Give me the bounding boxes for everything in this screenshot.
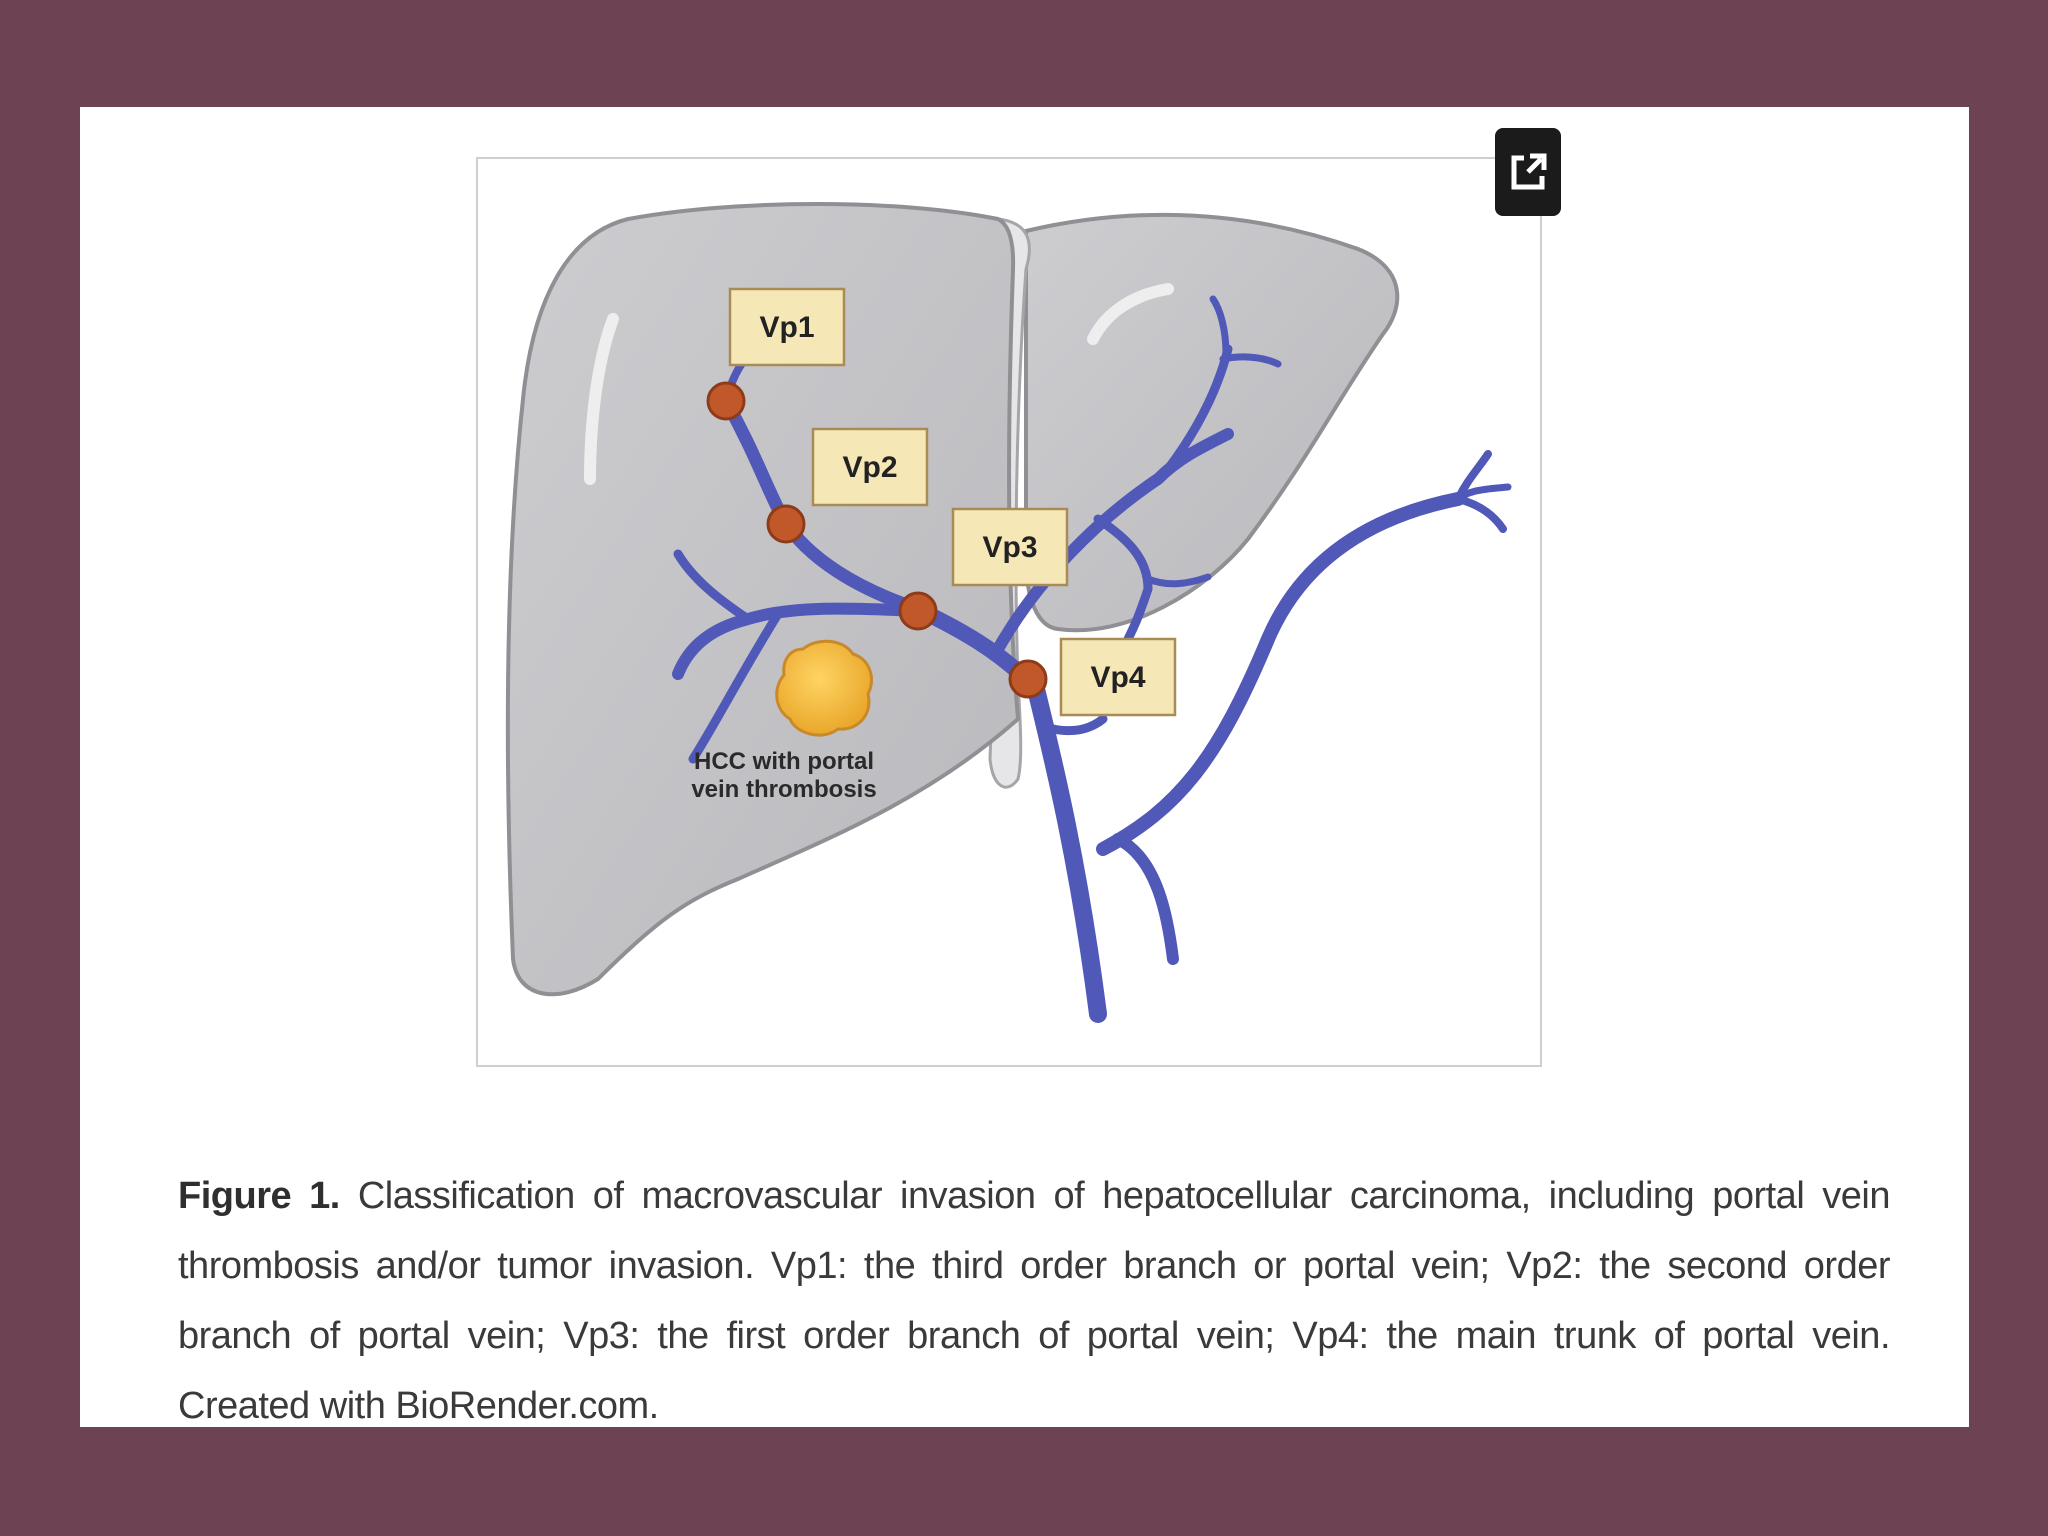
label-vp1: Vp1 <box>728 287 846 367</box>
figure-card: Vp1 Vp2 Vp3 Vp4 HCC with portal vein thr… <box>80 107 1969 1427</box>
hcc-tumor <box>775 639 873 737</box>
thrombus-vp1 <box>706 381 746 421</box>
svg-text:Vp1: Vp1 <box>759 311 814 344</box>
label-vp4: Vp4 <box>1059 637 1177 717</box>
hcc-label-line2: vein thrombosis <box>691 776 876 803</box>
liver-highlight-right <box>1087 283 1174 345</box>
svg-text:Vp2: Vp2 <box>842 451 897 484</box>
liver-diagram: Vp1 Vp2 Vp3 Vp4 HCC with portal vein thr… <box>505 202 1512 1023</box>
thrombus-vp2 <box>766 504 806 544</box>
figure-image[interactable]: Vp1 Vp2 Vp3 Vp4 HCC with portal vein thr… <box>476 157 1542 1067</box>
liver-highlight-left <box>584 313 619 485</box>
svg-text:Vp3: Vp3 <box>982 531 1037 564</box>
thrombus-vp3 <box>898 591 938 631</box>
thrombus-markers <box>706 381 1048 699</box>
external-link-icon <box>1511 153 1547 190</box>
label-vp3: Vp3 <box>951 507 1069 587</box>
caption-label: Figure 1. <box>178 1175 340 1217</box>
hcc-label-line1: HCC with portal <box>694 748 874 775</box>
caption-text: Classification of macrovascular invasion… <box>178 1175 1891 1427</box>
figure-caption: Figure 1. Classification of macrovascula… <box>178 1161 1891 1441</box>
label-vp2: Vp2 <box>811 427 929 507</box>
liver-right-lobe <box>1024 212 1400 633</box>
expand-figure-button[interactable] <box>1495 128 1561 216</box>
thrombus-vp4 <box>1008 659 1048 699</box>
svg-text:Vp4: Vp4 <box>1090 661 1145 694</box>
